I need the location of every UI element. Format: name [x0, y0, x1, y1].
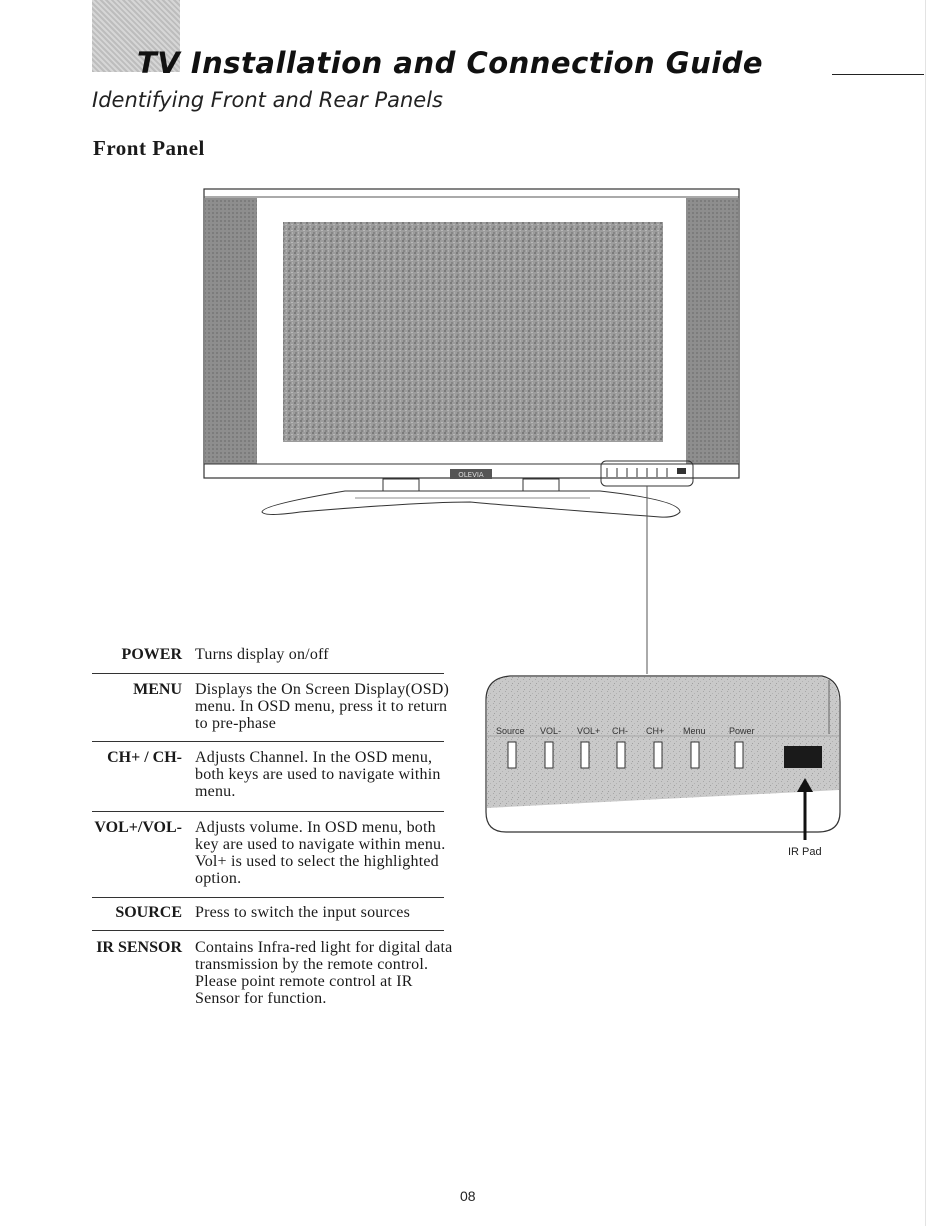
menu-button: [690, 741, 700, 769]
ch-plus-button: [653, 741, 663, 769]
control-name: SOURCE: [115, 904, 182, 921]
panel-label-power: Power: [729, 726, 755, 736]
ch-minus-button: [616, 741, 626, 769]
ir-pad-label: IR Pad: [788, 846, 822, 858]
control-description: Press to switch the input sources: [195, 904, 411, 921]
panel-label-ch-minus: CH-: [612, 726, 628, 736]
control-name: MENU: [133, 681, 182, 698]
row-divider: [92, 811, 444, 812]
brand-badge: [450, 469, 492, 479]
section-title: Front Panel: [93, 136, 205, 160]
control-description: Displays the On Screen Display(OSD) menu…: [195, 681, 450, 732]
control-name: CH+ / CH-: [107, 749, 182, 766]
control-row-source: SOURCE Press to switch the input sources: [92, 904, 444, 926]
vol-plus-button: [580, 741, 590, 769]
panel-label-vol-plus: VOL+: [577, 726, 600, 736]
right-speaker: [686, 198, 738, 464]
control-description: Turns display on/off: [195, 646, 329, 663]
control-row-power: POWER Turns display on/off: [92, 646, 444, 668]
control-description: Adjusts Channel. In the OSD menu, both k…: [195, 749, 441, 800]
control-name: IR SENSOR: [96, 939, 182, 956]
page-edge: [925, 0, 926, 1226]
control-description: Contains Infra-red light for digital dat…: [195, 939, 453, 1007]
panel-label-source: Source: [496, 726, 525, 736]
control-panel-closeup: [485, 675, 841, 833]
row-divider: [92, 741, 444, 742]
page-subtitle: Identifying Front and Rear Panels: [92, 88, 443, 112]
panel-label-ch-plus: CH+: [646, 726, 664, 736]
control-row-vol: VOL+/VOL- Adjusts volume. In OSD menu, b…: [92, 819, 445, 891]
control-name: VOL+/VOL-: [94, 819, 182, 836]
page-number: 08: [460, 1188, 476, 1204]
ir-pad: [784, 746, 822, 768]
control-description: Adjusts volume. In OSD menu, both key ar…: [195, 819, 446, 887]
control-row-menu: MENU Displays the On Screen Display(OSD)…: [92, 681, 449, 737]
page-title: TV Installation and Connection Guide: [137, 46, 764, 80]
control-row-ir-sensor: IR SENSOR Contains Infra-red light for d…: [92, 939, 452, 1011]
vol-minus-button: [544, 741, 554, 769]
tv-illustration: OLEVIA: [203, 188, 740, 518]
source-button: [507, 741, 517, 769]
panel-label-menu: Menu: [683, 726, 706, 736]
control-row-ch: CH+ / CH- Adjusts Channel. In the OSD me…: [92, 749, 444, 805]
row-divider: [92, 673, 444, 674]
tv-screen: [283, 222, 663, 442]
left-speaker: [205, 198, 257, 464]
header-corner-block: [92, 0, 180, 72]
row-divider: [92, 897, 444, 898]
power-button: [734, 741, 744, 769]
brand-badge-text: OLEVIA: [458, 471, 484, 479]
control-name: POWER: [121, 646, 182, 663]
panel-label-vol-minus: VOL-: [540, 726, 561, 736]
title-rule: [832, 74, 924, 75]
row-divider: [92, 930, 444, 931]
